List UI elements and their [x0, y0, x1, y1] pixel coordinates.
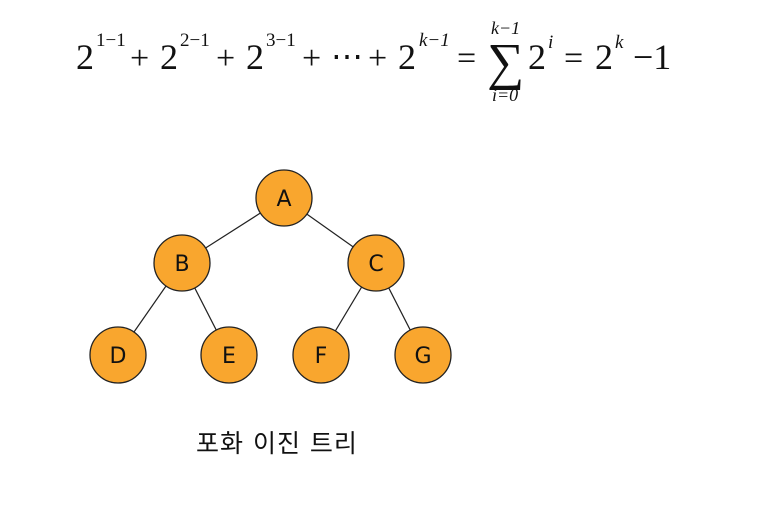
result-tail: −1	[633, 37, 671, 77]
plus-sign-2: +	[216, 40, 235, 77]
caption-text: 포화 이진 트리	[196, 429, 358, 458]
edge-B-D	[133, 285, 167, 333]
edge-C-F	[334, 286, 363, 332]
equals-sign-1: =	[457, 40, 476, 77]
binary-tree-diagram: A B C D E F G	[89, 169, 452, 384]
sum-body-exponent: i	[548, 32, 553, 53]
termk-base: 2	[398, 37, 416, 77]
equals-sign-2: =	[564, 40, 583, 77]
termk-exponent: k−1	[419, 30, 450, 51]
node-circle-D	[89, 326, 147, 384]
formula: 2 1−1 + 2 2−1 + 2 3−1 + ⋯ + 2 k−1 = k−1 …	[76, 18, 671, 105]
edge-A-B	[205, 212, 261, 249]
node-label-A: A	[276, 187, 291, 212]
node-label-G: G	[414, 344, 431, 369]
node-circle-F	[292, 326, 350, 384]
node-circle-C	[347, 234, 405, 292]
node-F: F	[292, 326, 350, 384]
node-label-E: E	[222, 344, 236, 369]
caption: 포화 이진 트리	[0, 424, 767, 458]
term3-exponent: 3−1	[266, 30, 296, 51]
node-circle-E	[200, 326, 258, 384]
sum-symbol: ∑	[487, 34, 524, 91]
plus-sign-1: +	[130, 40, 149, 77]
sum-lower-limit: i=0	[492, 85, 518, 105]
edge-B-E	[194, 287, 217, 331]
term1-base: 2	[76, 37, 94, 77]
result-exponent: k	[615, 32, 624, 53]
term1-exponent: 1−1	[96, 30, 126, 51]
node-D: D	[89, 326, 147, 384]
node-label-B: B	[174, 252, 189, 277]
term3-base: 2	[246, 37, 264, 77]
ellipsis: ⋯	[331, 38, 363, 74]
node-label-D: D	[110, 344, 127, 369]
node-circle-A	[255, 169, 313, 227]
plus-sign-3: +	[302, 40, 321, 77]
edge-A-C	[306, 213, 354, 248]
node-E: E	[200, 326, 258, 384]
tree-nodes: A B C D E F G	[89, 169, 452, 384]
term2-exponent: 2−1	[180, 30, 210, 51]
node-A: A	[255, 169, 313, 227]
node-circle-G	[394, 326, 452, 384]
node-C: C	[347, 234, 405, 292]
plus-sign-4: +	[368, 40, 387, 77]
result-base: 2	[595, 37, 613, 77]
node-circle-B	[153, 234, 211, 292]
edge-C-G	[388, 287, 411, 331]
tree-edges	[133, 212, 411, 333]
sum-body-base: 2	[528, 37, 546, 77]
sum-upper-limit: k−1	[491, 18, 520, 38]
node-label-C: C	[368, 252, 383, 277]
node-G: G	[394, 326, 452, 384]
node-label-F: F	[315, 344, 328, 369]
node-B: B	[153, 234, 211, 292]
term2-base: 2	[160, 37, 178, 77]
